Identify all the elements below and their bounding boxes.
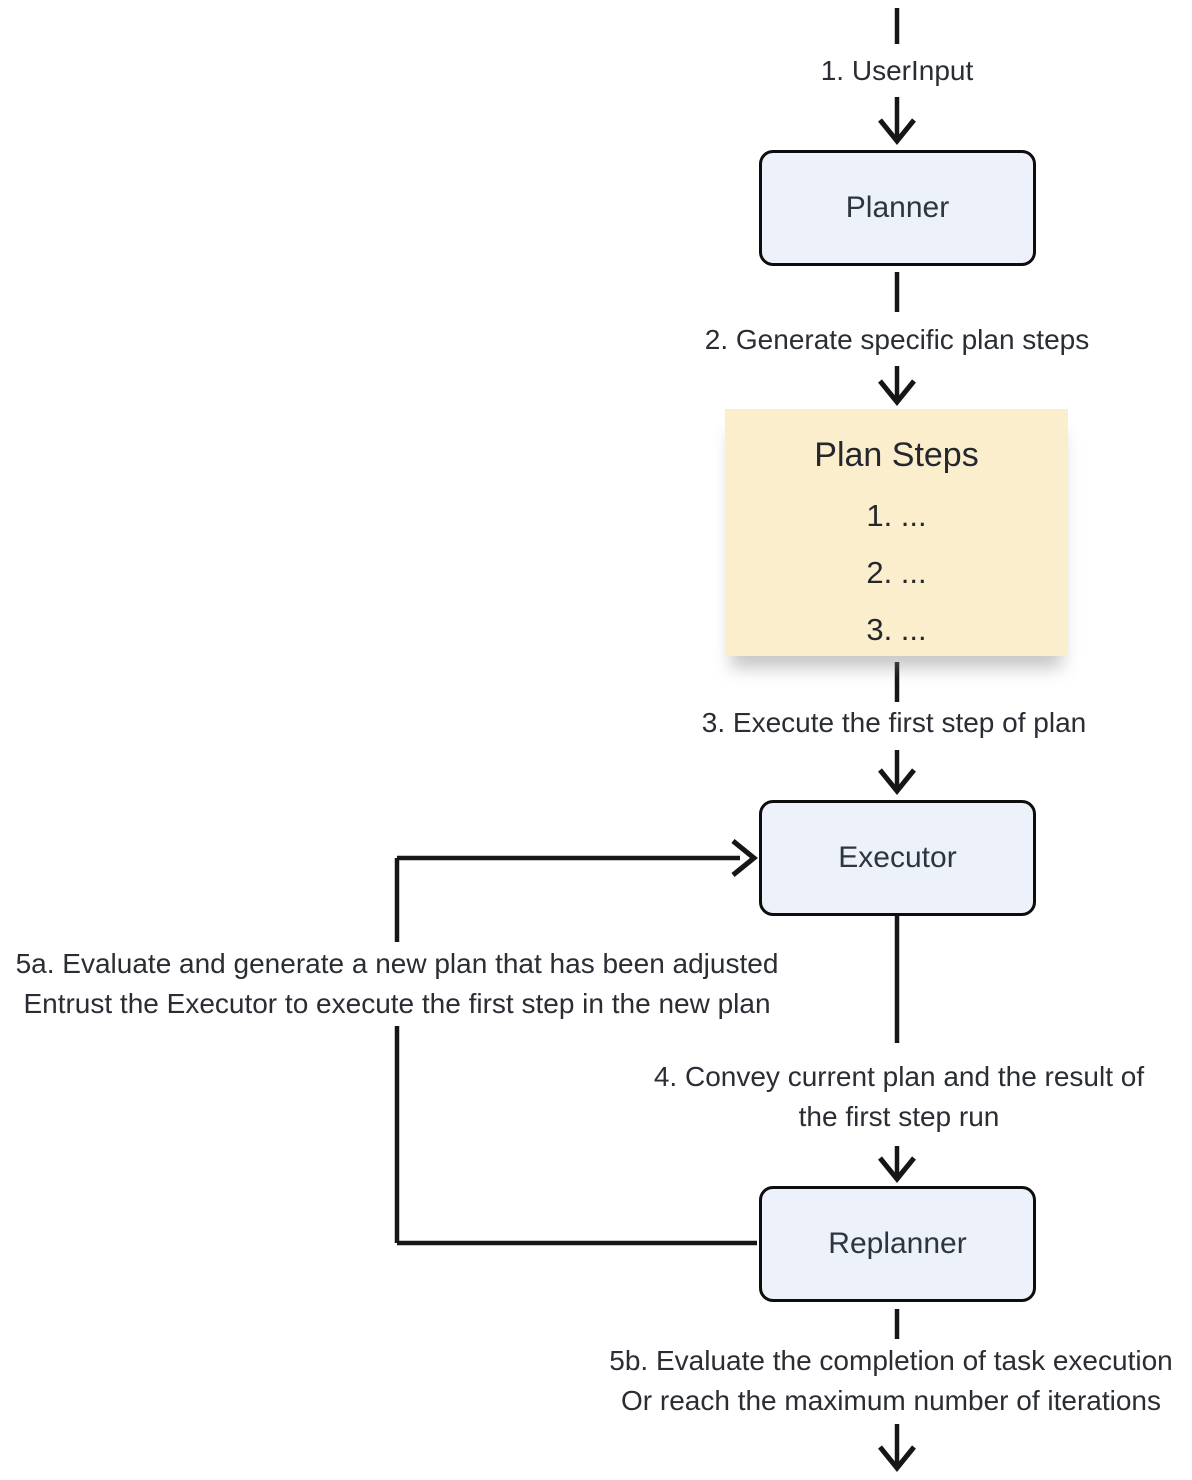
arrowhead-finish-down	[878, 1445, 916, 1472]
edge-label-finish: 5b. Evaluate the completion of task exec…	[609, 1341, 1172, 1421]
node-planner: Planner	[759, 150, 1036, 266]
edge-label-convey: 4. Convey current plan and the result of…	[654, 1057, 1144, 1137]
edge-label-finish-line1: 5b. Evaluate the completion of task exec…	[609, 1345, 1173, 1376]
node-executor-label: Executor	[838, 841, 957, 874]
plan-steps-item-3: 3. ...	[866, 612, 927, 647]
edge-label-replan-loop: 5a. Evaluate and generate a new plan tha…	[9, 942, 785, 1026]
node-planner-label: Planner	[845, 191, 950, 224]
arrowhead-convey-down	[878, 1156, 916, 1183]
arrowhead-loop-right	[731, 839, 758, 877]
edge-label-convey-line2: the first step run	[798, 1101, 1000, 1132]
edge-label-generate: 2. Generate specific plan steps	[704, 324, 1090, 355]
edge-label-convey-line1: 4. Convey current plan and the result of	[653, 1061, 1145, 1092]
arrowhead-userinput-down	[878, 118, 916, 145]
edge-label-userinput: 1. UserInput	[820, 55, 974, 86]
edge-label-replan-loop-line1: 5a. Evaluate and generate a new plan tha…	[15, 948, 779, 979]
plan-steps-title: Plan Steps	[814, 436, 979, 474]
node-replanner-label: Replanner	[828, 1227, 967, 1260]
plan-steps-item-2: 2. ...	[866, 555, 927, 590]
node-plan-steps: Plan Steps 1. ... 2. ... 3. ...	[725, 409, 1068, 656]
arrowhead-generate-down	[878, 379, 916, 406]
arrowhead-execute-down	[878, 768, 916, 795]
edge-label-replan-loop-line2: Entrust the Executor to execute the firs…	[23, 988, 771, 1019]
plan-steps-item-1: 1. ...	[866, 498, 927, 533]
node-executor: Executor	[759, 800, 1036, 916]
edge-label-execute-first: 3. Execute the first step of plan	[701, 707, 1087, 738]
edge-label-finish-line2: Or reach the maximum number of iteration…	[621, 1385, 1161, 1416]
node-replanner: Replanner	[759, 1186, 1036, 1302]
